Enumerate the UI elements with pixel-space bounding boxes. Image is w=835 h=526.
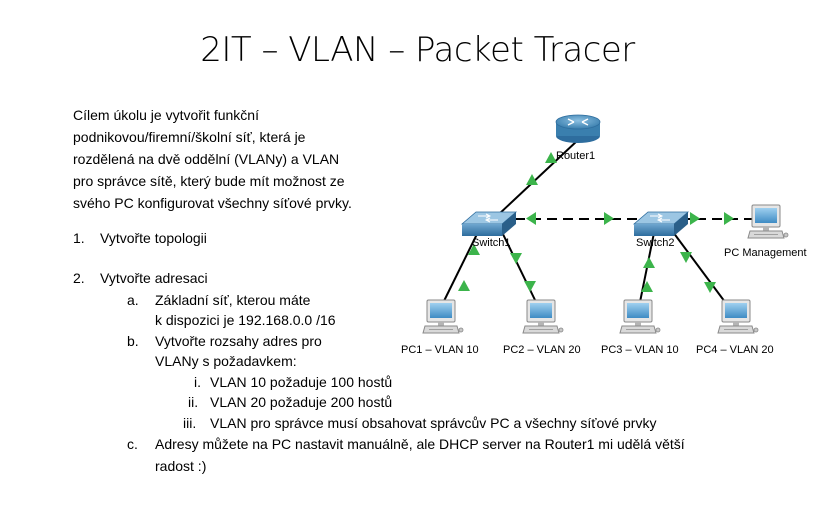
pc3-icon[interactable] [619, 299, 661, 334]
link-status-indicators [458, 152, 734, 293]
pc3-label: PC3 – VLAN 10 [601, 344, 679, 356]
switch-icon[interactable] [460, 211, 518, 236]
item-2c-letter: c. [127, 436, 138, 452]
link-up-icon [724, 212, 734, 225]
link-up-icon [526, 174, 538, 185]
intro-line: rozdělená na dvě oddělní (VLANy) a VLAN [73, 151, 340, 167]
router-label: Router1 [556, 150, 595, 162]
item-2-number: 2. [73, 270, 85, 286]
pc4-label: PC4 – VLAN 20 [696, 344, 774, 356]
intro-line: svého PC konfigurovat všechny síťové prv… [73, 195, 352, 211]
link-up-icon [458, 280, 470, 291]
intro-line: pro správce sítě, který bude mít možnost… [73, 173, 345, 189]
link-switch1-pc1 [441, 227, 481, 306]
router-icon[interactable] [555, 114, 601, 143]
switch2-label: Switch2 [636, 237, 675, 249]
pc1-label: PC1 – VLAN 10 [401, 344, 479, 356]
link-up-icon [704, 282, 716, 293]
link-router-switch1 [497, 139, 579, 216]
item-2c-line2: radost :) [155, 458, 207, 474]
link-up-icon [680, 252, 692, 263]
item-2a-line1: Základní síť, kterou máte [155, 292, 311, 308]
item-2b-line2: VLANy s požadavkem: [155, 353, 297, 369]
item-1-text: Vytvořte topologii [100, 230, 207, 246]
item-2a-line2: k dispozici je 192.168.0.0 /16 [155, 312, 336, 328]
item-2a-letter: a. [127, 292, 139, 308]
item-2b-ii-number: ii. [188, 394, 199, 410]
link-up-icon [604, 212, 614, 225]
pc2-icon[interactable] [522, 299, 564, 334]
item-2b-line1: Vytvořte rozsahy adres pro [155, 333, 322, 349]
item-2c-line1: Adresy můžete na PC nastavit manuálně, a… [155, 436, 685, 452]
link-up-icon [641, 281, 653, 292]
link-up-icon [690, 212, 700, 225]
link-up-icon [643, 257, 655, 268]
item-2b-iii-text: VLAN pro správce musí obsahovat správcův… [210, 415, 657, 431]
intro-line: podnikovou/firemní/školní síť, která je [73, 129, 306, 145]
switch1-label: Switch1 [472, 237, 511, 249]
page-title: 2IT – VLAN – Packet Tracer [200, 30, 635, 70]
item-2b-i-text: VLAN 10 požaduje 100 hostů [210, 374, 393, 390]
item-1-number: 1. [73, 230, 85, 246]
pc-management-icon[interactable] [747, 204, 789, 239]
item-2b-i-number: i. [194, 374, 201, 390]
item-2b-letter: b. [127, 333, 139, 349]
link-up-icon [510, 253, 522, 264]
item-2b-ii-text: VLAN 20 požaduje 200 hostů [210, 394, 393, 410]
pc1-icon[interactable] [422, 299, 464, 334]
intro-paragraph: Cílem úkolu je vytvořit funkční podnikov… [73, 104, 373, 214]
item-2-text: Vytvořte adresaci [100, 270, 208, 286]
item-2b-iii-number: iii. [183, 415, 197, 431]
link-up-icon [526, 212, 536, 225]
switch-icon[interactable] [632, 211, 690, 236]
intro-line: Cílem úkolu je vytvořit funkční [73, 107, 259, 123]
pc-management-label: PC Management [724, 247, 807, 259]
pc4-icon[interactable] [717, 299, 759, 334]
link-up-icon [468, 244, 480, 255]
link-switch2-pc4 [669, 227, 726, 303]
link-up-icon [524, 281, 536, 292]
link-up-icon [545, 152, 557, 163]
pc2-label: PC2 – VLAN 20 [503, 344, 581, 356]
